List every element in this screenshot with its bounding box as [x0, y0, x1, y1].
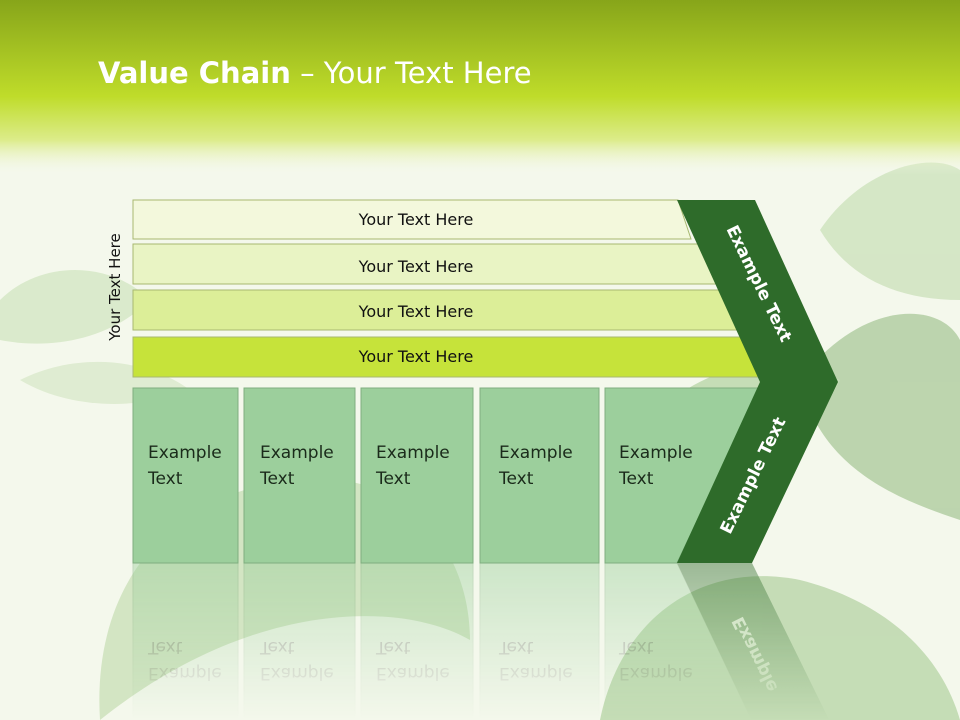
box-0: Example Text: [132, 387, 239, 564]
box-2: Example Text: [360, 387, 474, 564]
box-0-line1: Example: [148, 443, 222, 463]
svg-text:Text: Text: [259, 637, 295, 657]
bar-1-label: Your Text Here: [358, 257, 474, 276]
bar-3: Your Text Here: [132, 336, 764, 378]
svg-text:Example: Example: [619, 663, 693, 683]
title-bold: Value Chain: [98, 56, 291, 90]
svg-text:Example: Example: [148, 663, 222, 683]
box-0-shape: [132, 387, 239, 564]
box-4-line2: Text: [618, 469, 654, 489]
svg-text:Example Text: Example Text: [147, 443, 227, 489]
header-band: [0, 0, 960, 175]
box-3-shape: [479, 387, 600, 564]
title-rest: – Your Text Here: [290, 56, 532, 90]
bar-1: Your Text Here: [132, 243, 717, 285]
bar-0: Your Text Here: [132, 199, 692, 240]
box-1: Example Text: [243, 387, 356, 564]
svg-text:Text: Text: [618, 637, 654, 657]
bar-2: Your Text Here: [132, 289, 740, 331]
box-2-line1: Example: [376, 443, 450, 463]
svg-text:Text: Text: [375, 637, 411, 657]
box-2-shape: [360, 387, 474, 564]
svg-text:Example Text: Example Text: [375, 443, 455, 489]
bar-0-shape: [132, 199, 692, 240]
box-3: Example Text: [479, 387, 600, 564]
svg-text:Example Text: Example Text: [498, 443, 578, 489]
box-0-line2: Text: [147, 469, 183, 489]
box-1-line1: Example: [260, 443, 334, 463]
svg-text:Example: Example: [499, 663, 573, 683]
svg-text:Example: Example: [376, 663, 450, 683]
bar-3-label: Your Text Here: [358, 347, 474, 366]
svg-text:Text: Text: [498, 637, 534, 657]
box-3-line1: Example: [499, 443, 573, 463]
box-1-shape: [243, 387, 356, 564]
box-1-line2: Text: [259, 469, 295, 489]
page-title: Value Chain – Your Text Here: [98, 56, 532, 90]
svg-text:Example: Example: [260, 663, 334, 683]
bar-0-label: Your Text Here: [358, 210, 474, 229]
svg-text:Example Text: Example Text: [259, 443, 339, 489]
svg-text:Text: Text: [147, 637, 183, 657]
box-2-line2: Text: [375, 469, 411, 489]
box-4-line1: Example: [619, 443, 693, 463]
bar-2-label: Your Text Here: [358, 302, 474, 321]
diagram-reflection: Example Text Example Text Example Text E…: [132, 562, 830, 720]
svg-text:Example Text: Example Text: [618, 443, 698, 489]
box-3-line2: Text: [498, 469, 534, 489]
box-4: Example Text: [604, 387, 761, 564]
chevron-shape: [677, 200, 838, 563]
